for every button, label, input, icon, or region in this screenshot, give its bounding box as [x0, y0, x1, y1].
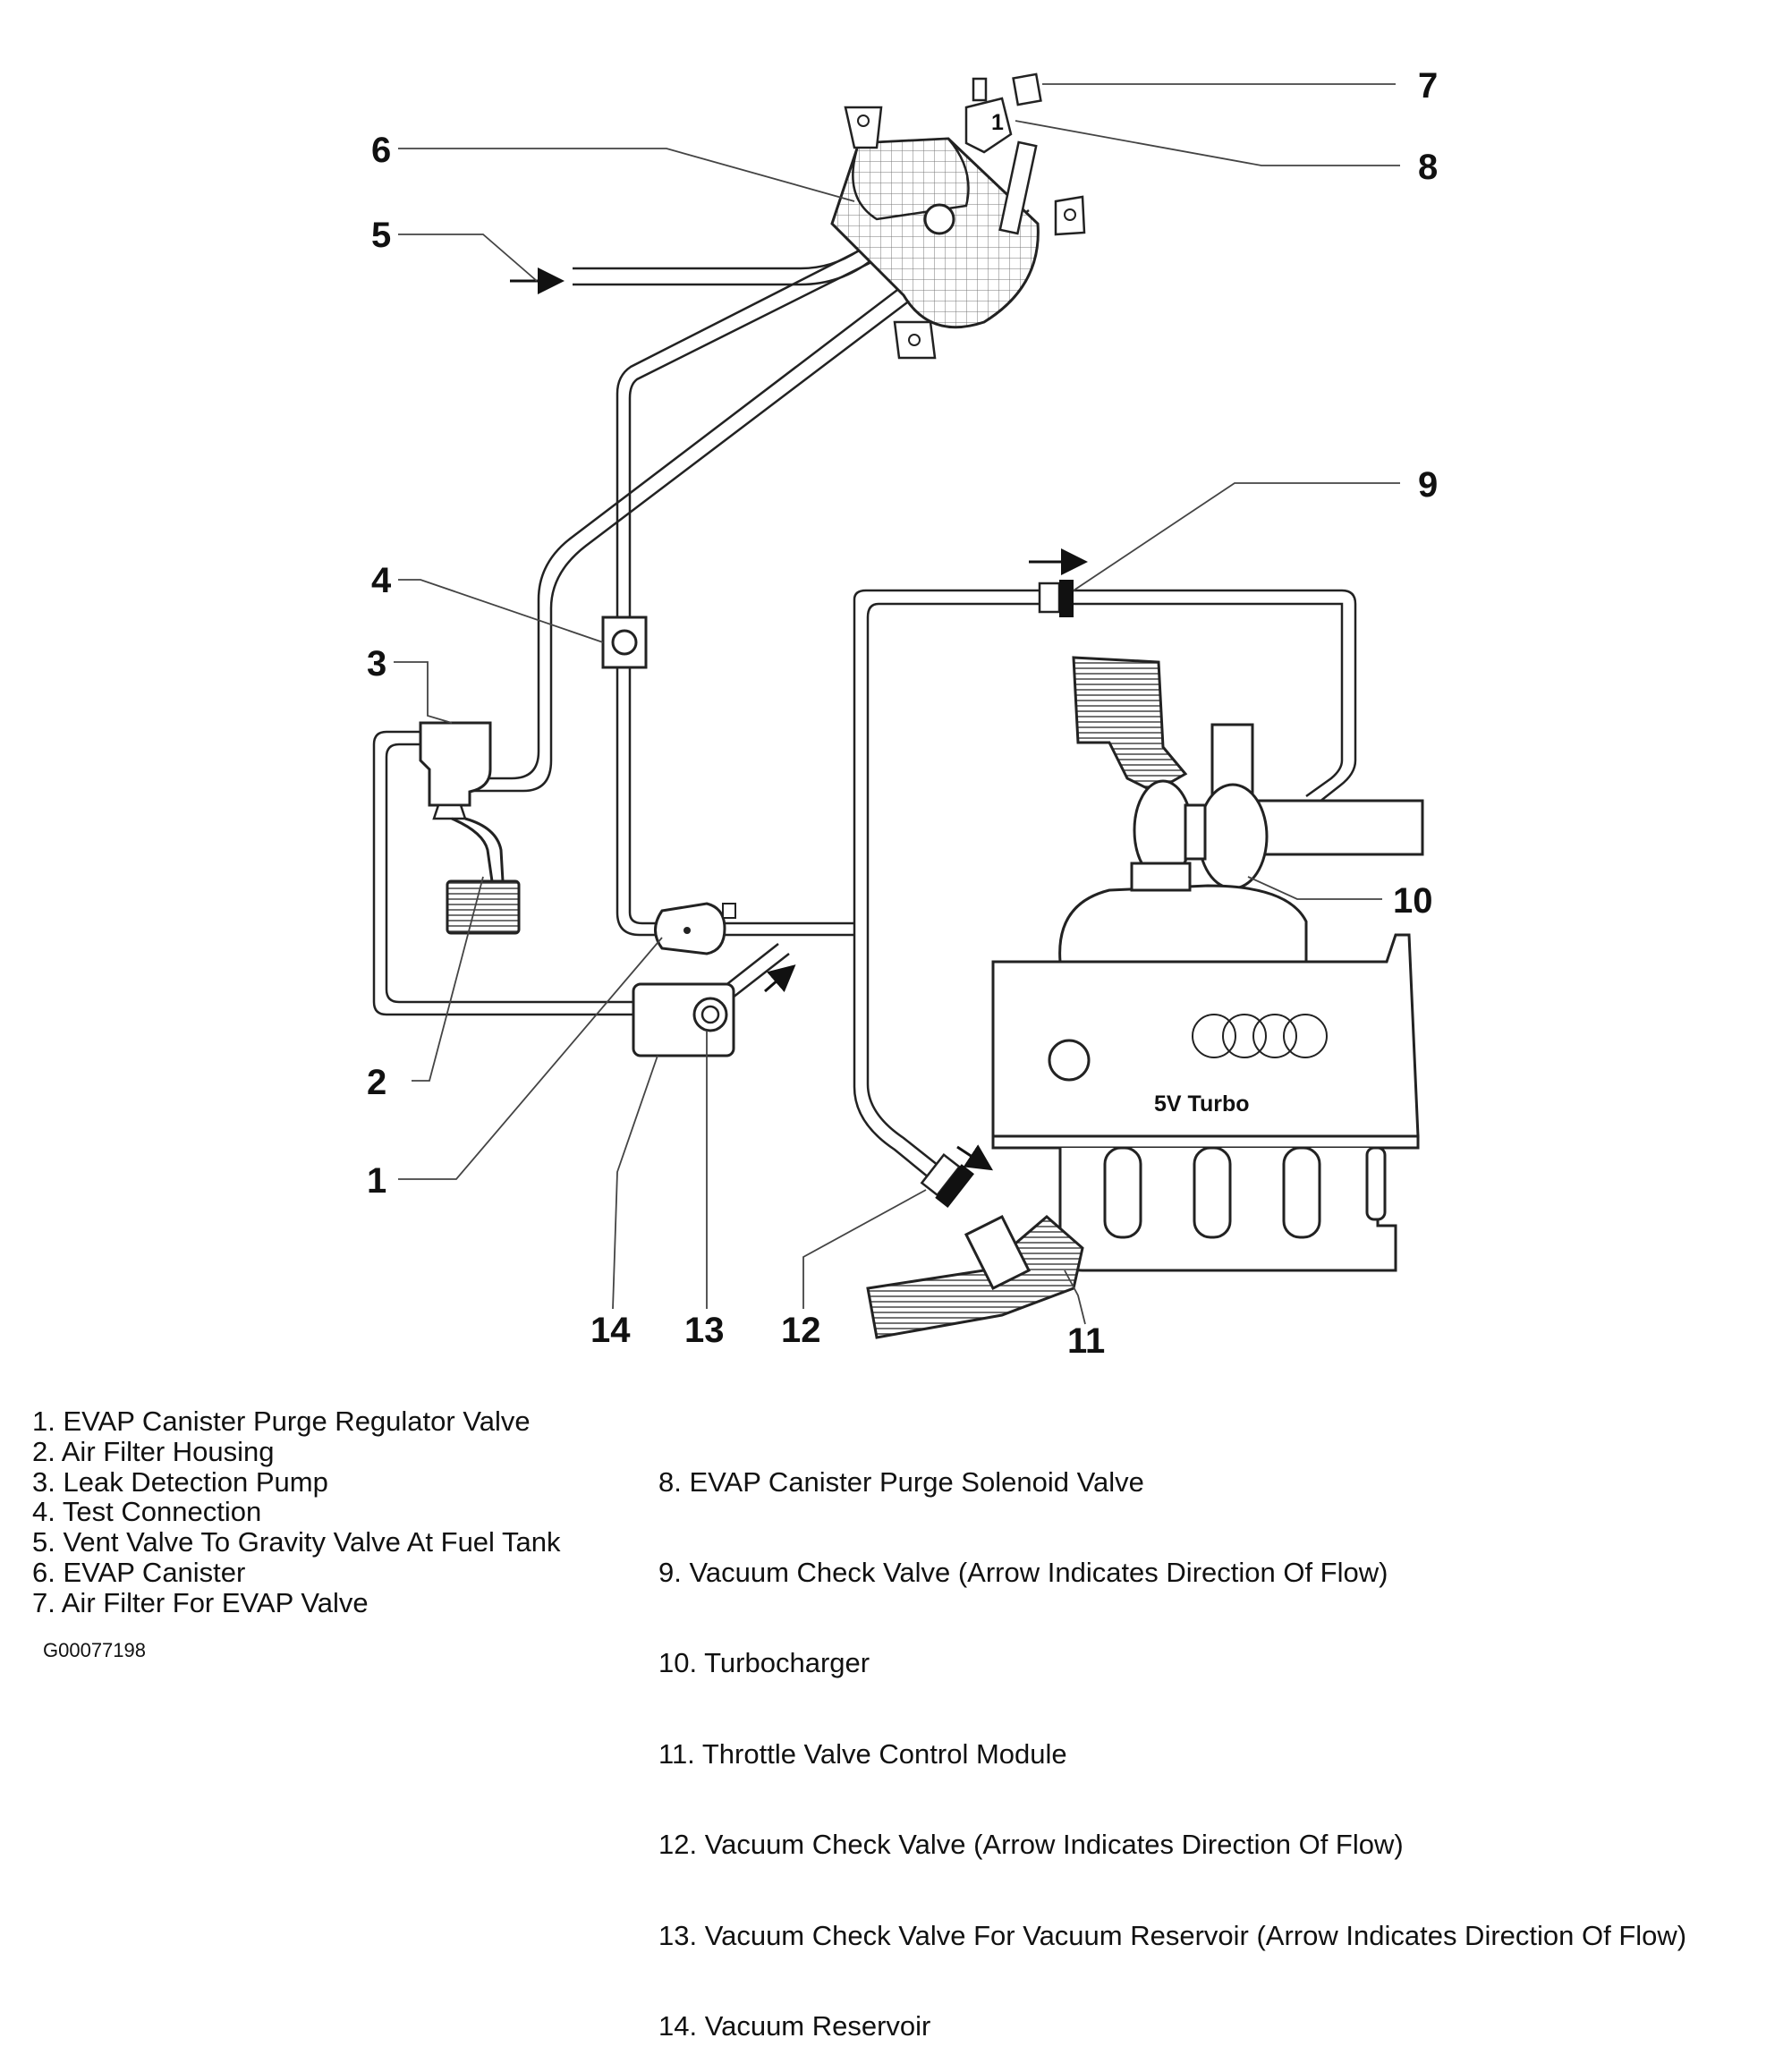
pump-hose-inner — [470, 209, 1030, 793]
vacuum-check-valve-12 — [920, 1152, 974, 1208]
callout-6: 6 — [371, 131, 391, 170]
legend-item: 10. Turbocharger — [658, 1647, 870, 1679]
callout-14: 14 — [590, 1311, 631, 1350]
arrow-icon — [956, 1144, 994, 1171]
callout-7: 7 — [1418, 66, 1438, 106]
evap-system-diagram: 1 — [367, 66, 1438, 1360]
turbocharger — [1072, 656, 1424, 890]
legend-item: 12. Vacuum Check Valve (Arrow Indicates … — [658, 1829, 1404, 1861]
vacuum-line-inner — [866, 617, 956, 1180]
callout-5: 5 — [371, 216, 391, 255]
callout-8: 8 — [1418, 148, 1438, 187]
legend-item: 5. Vent Valve To Gravity Valve At Fuel T… — [32, 1526, 561, 1558]
callout-4: 4 — [371, 561, 392, 600]
legend-right-column: 8. EVAP Canister Purge Solenoid Valve 9.… — [658, 1406, 1686, 2072]
callout-12: 12 — [781, 1311, 821, 1350]
check-line-inner — [866, 602, 1344, 798]
callout-9: 9 — [1418, 465, 1438, 505]
leader-lines — [394, 83, 1400, 1325]
vacuum-check-valve-9 — [1038, 580, 1074, 617]
oil-cap-icon — [1048, 1039, 1091, 1082]
hoses — [372, 196, 1357, 1191]
evap-purge-solenoid-valve: 1 — [964, 97, 1038, 235]
legend-item: 8. EVAP Canister Purge Solenoid Valve — [658, 1465, 1144, 1498]
air-filter-housing — [446, 879, 521, 935]
vent-line-inner — [573, 259, 873, 286]
flow-arrows — [510, 267, 1088, 1171]
callout-11: 11 — [1067, 1321, 1105, 1360]
air-filter-for-evap-valve — [972, 72, 1042, 106]
evap-canister-purge-regulator-valve — [654, 902, 736, 955]
legend-item: 4. Test Connection — [32, 1496, 262, 1528]
vacuum-line — [853, 599, 945, 1191]
arrow-icon — [764, 964, 796, 993]
callout-10: 10 — [1393, 881, 1433, 921]
pump-hose — [470, 196, 1021, 780]
legend-item: 6. EVAP Canister — [32, 1556, 246, 1588]
legend-item: 11. Throttle Valve Control Module — [658, 1737, 1067, 1770]
legend-item: 3. Leak Detection Pump — [32, 1465, 328, 1498]
purge-hose — [616, 231, 896, 937]
test-connection — [601, 616, 648, 669]
callout-3: 3 — [367, 644, 386, 684]
legend-item: 14. Vacuum Reservoir — [658, 2009, 931, 2042]
throttle-valve-control-module — [866, 1214, 1084, 1339]
svg-text:1: 1 — [991, 110, 1004, 135]
legend-item: 2. Air Filter Housing — [32, 1435, 275, 1467]
callout-labels: 1 2 3 4 5 6 7 8 9 10 11 12 13 14 — [367, 66, 1438, 1360]
legend-left-column: 1. EVAP Canister Purge Regulator Valve 2… — [32, 1406, 560, 1618]
callout-2: 2 — [367, 1063, 386, 1102]
check-line — [853, 589, 1357, 806]
callout-13: 13 — [684, 1311, 725, 1350]
legend-item: 7. Air Filter For EVAP Valve — [32, 1586, 369, 1618]
filter-loop — [372, 730, 635, 1016]
engine-label: 5V Turbo — [1154, 1091, 1249, 1117]
evap-canister — [830, 106, 1086, 360]
engine — [991, 862, 1420, 1272]
vent-line — [573, 249, 860, 270]
leak-detection-pump — [419, 721, 505, 882]
legend-item: 1. EVAP Canister Purge Regulator Valve — [32, 1405, 531, 1437]
figure-id: G00077198 — [43, 1639, 146, 1661]
audi-rings-logo — [1192, 1014, 1328, 1058]
legend-item: 9. Vacuum Check Valve (Arrow Indicates D… — [658, 1556, 1388, 1588]
legend-item: 13. Vacuum Check Valve For Vacuum Reserv… — [658, 1919, 1687, 1951]
filter-loop-inner — [385, 743, 635, 1004]
callout-1: 1 — [367, 1161, 386, 1201]
vacuum-reservoir-check-valve — [692, 997, 728, 1032]
